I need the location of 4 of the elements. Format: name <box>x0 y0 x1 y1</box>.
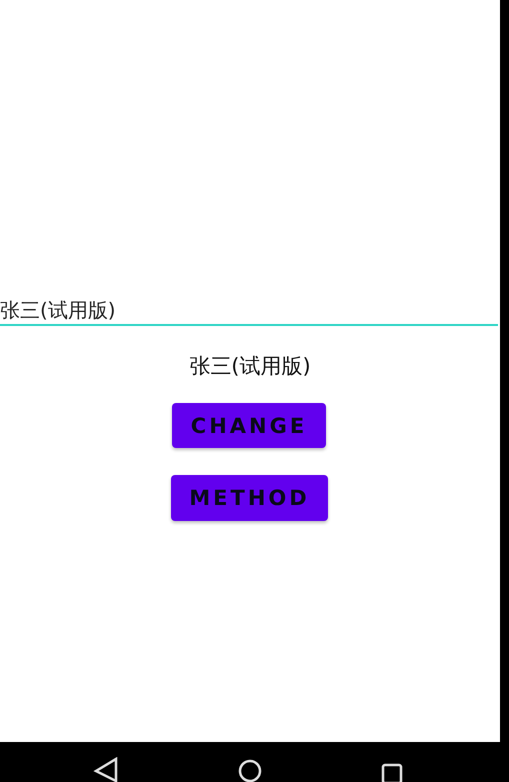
input-field: 张三(试用版) <box>0 292 498 326</box>
method-button: METHOD <box>171 475 328 521</box>
change-button: CHANGE <box>172 403 326 448</box>
display-text: 张三(试用版) <box>189 353 311 380</box>
